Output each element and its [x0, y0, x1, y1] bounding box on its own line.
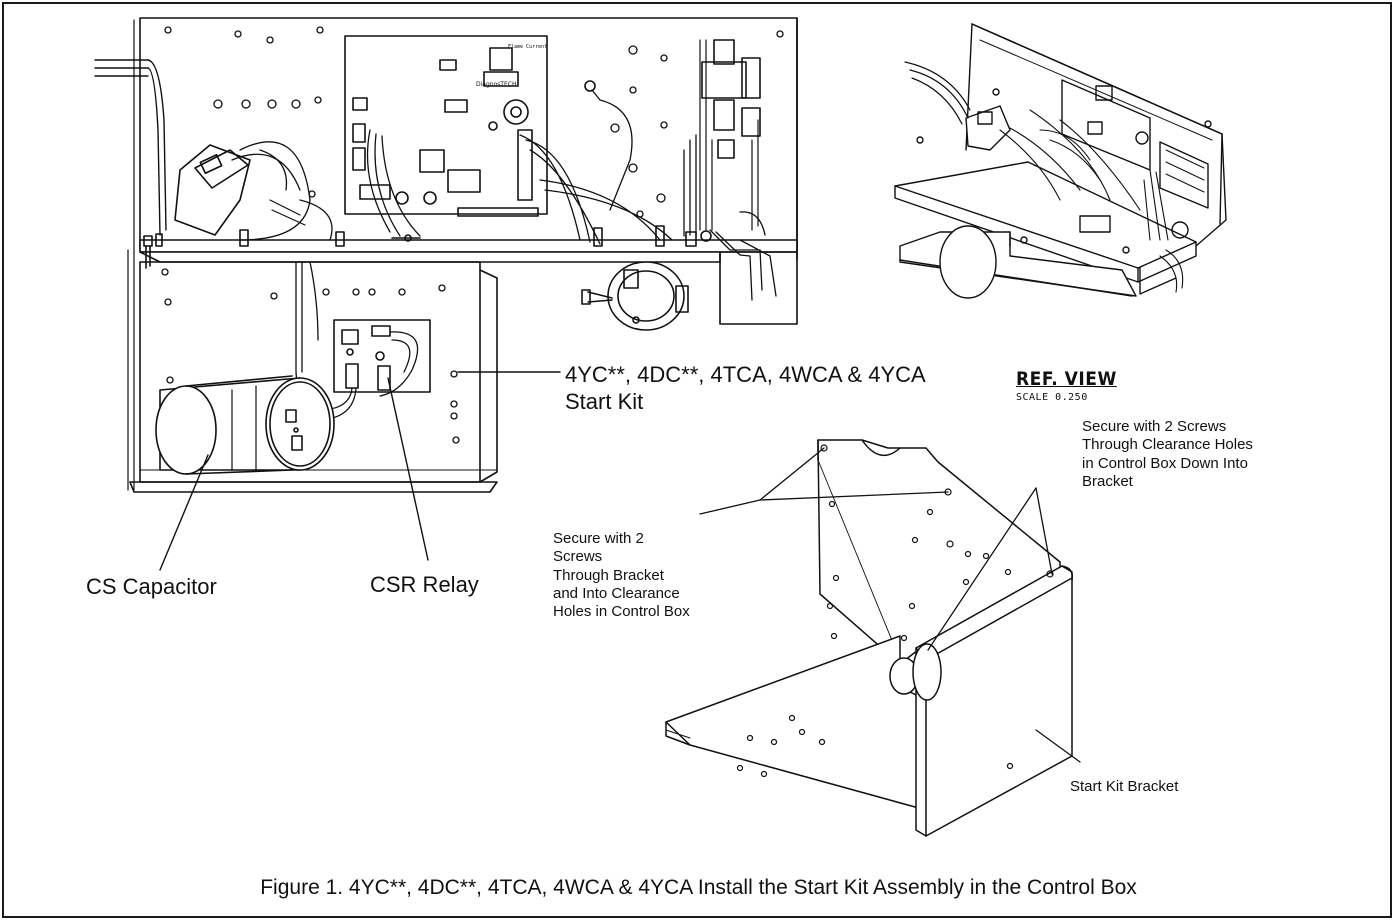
svg-text:Flame Current: Flame Current [508, 44, 547, 50]
leader-secure-right-a [927, 487, 1037, 651]
board-brand: DiagnosTECH [476, 81, 517, 88]
figure-caption: Figure 1. 4YC**, 4DC**, 4TCA, 4WCA & 4YC… [260, 876, 1137, 899]
mounting-rail [139, 239, 798, 253]
contactor [699, 39, 761, 231]
secure-top-right-label: Secure with 2 Screws Through Clearance H… [1082, 418, 1253, 490]
leader-secure-left-2 [759, 447, 825, 501]
csr-relay-label: CSR Relay [370, 572, 479, 597]
pressure-switch [581, 261, 689, 331]
cs-capacitor [155, 375, 335, 475]
panel-holes [164, 26, 784, 218]
ref-view-scale: SCALE 0.250 [1016, 392, 1088, 403]
secure-left-label: Secure with 2 Screws Through Bracket and… [553, 530, 690, 621]
ref-view-title: REF. VIEW [1016, 368, 1117, 390]
leader-secure-right-b [1035, 487, 1053, 575]
start-kit-model-label: 4YC**, 4DC**, 4TCA, 4WCA & 4YCA Start Ki… [565, 362, 926, 414]
cs-capacitor-label: CS Capacitor [86, 574, 217, 599]
upper-capacitor [174, 144, 251, 236]
iso-view-drawing [894, 23, 1227, 299]
control-box-drawing: DiagnosTECH Flame Current [94, 17, 798, 493]
leader-cs-capacitor [159, 454, 209, 571]
rail-clips [143, 225, 712, 269]
start-kit-bracket-label: Start Kit Bracket [1070, 778, 1179, 795]
leader-start-kit-bracket [1035, 729, 1081, 763]
control-board: DiagnosTECH Flame Current [344, 35, 548, 217]
terminal-box [719, 251, 798, 325]
leader-csr-relay [387, 377, 429, 561]
start-kit-bracket-drawing [665, 439, 1074, 837]
csr-relay [333, 319, 431, 393]
